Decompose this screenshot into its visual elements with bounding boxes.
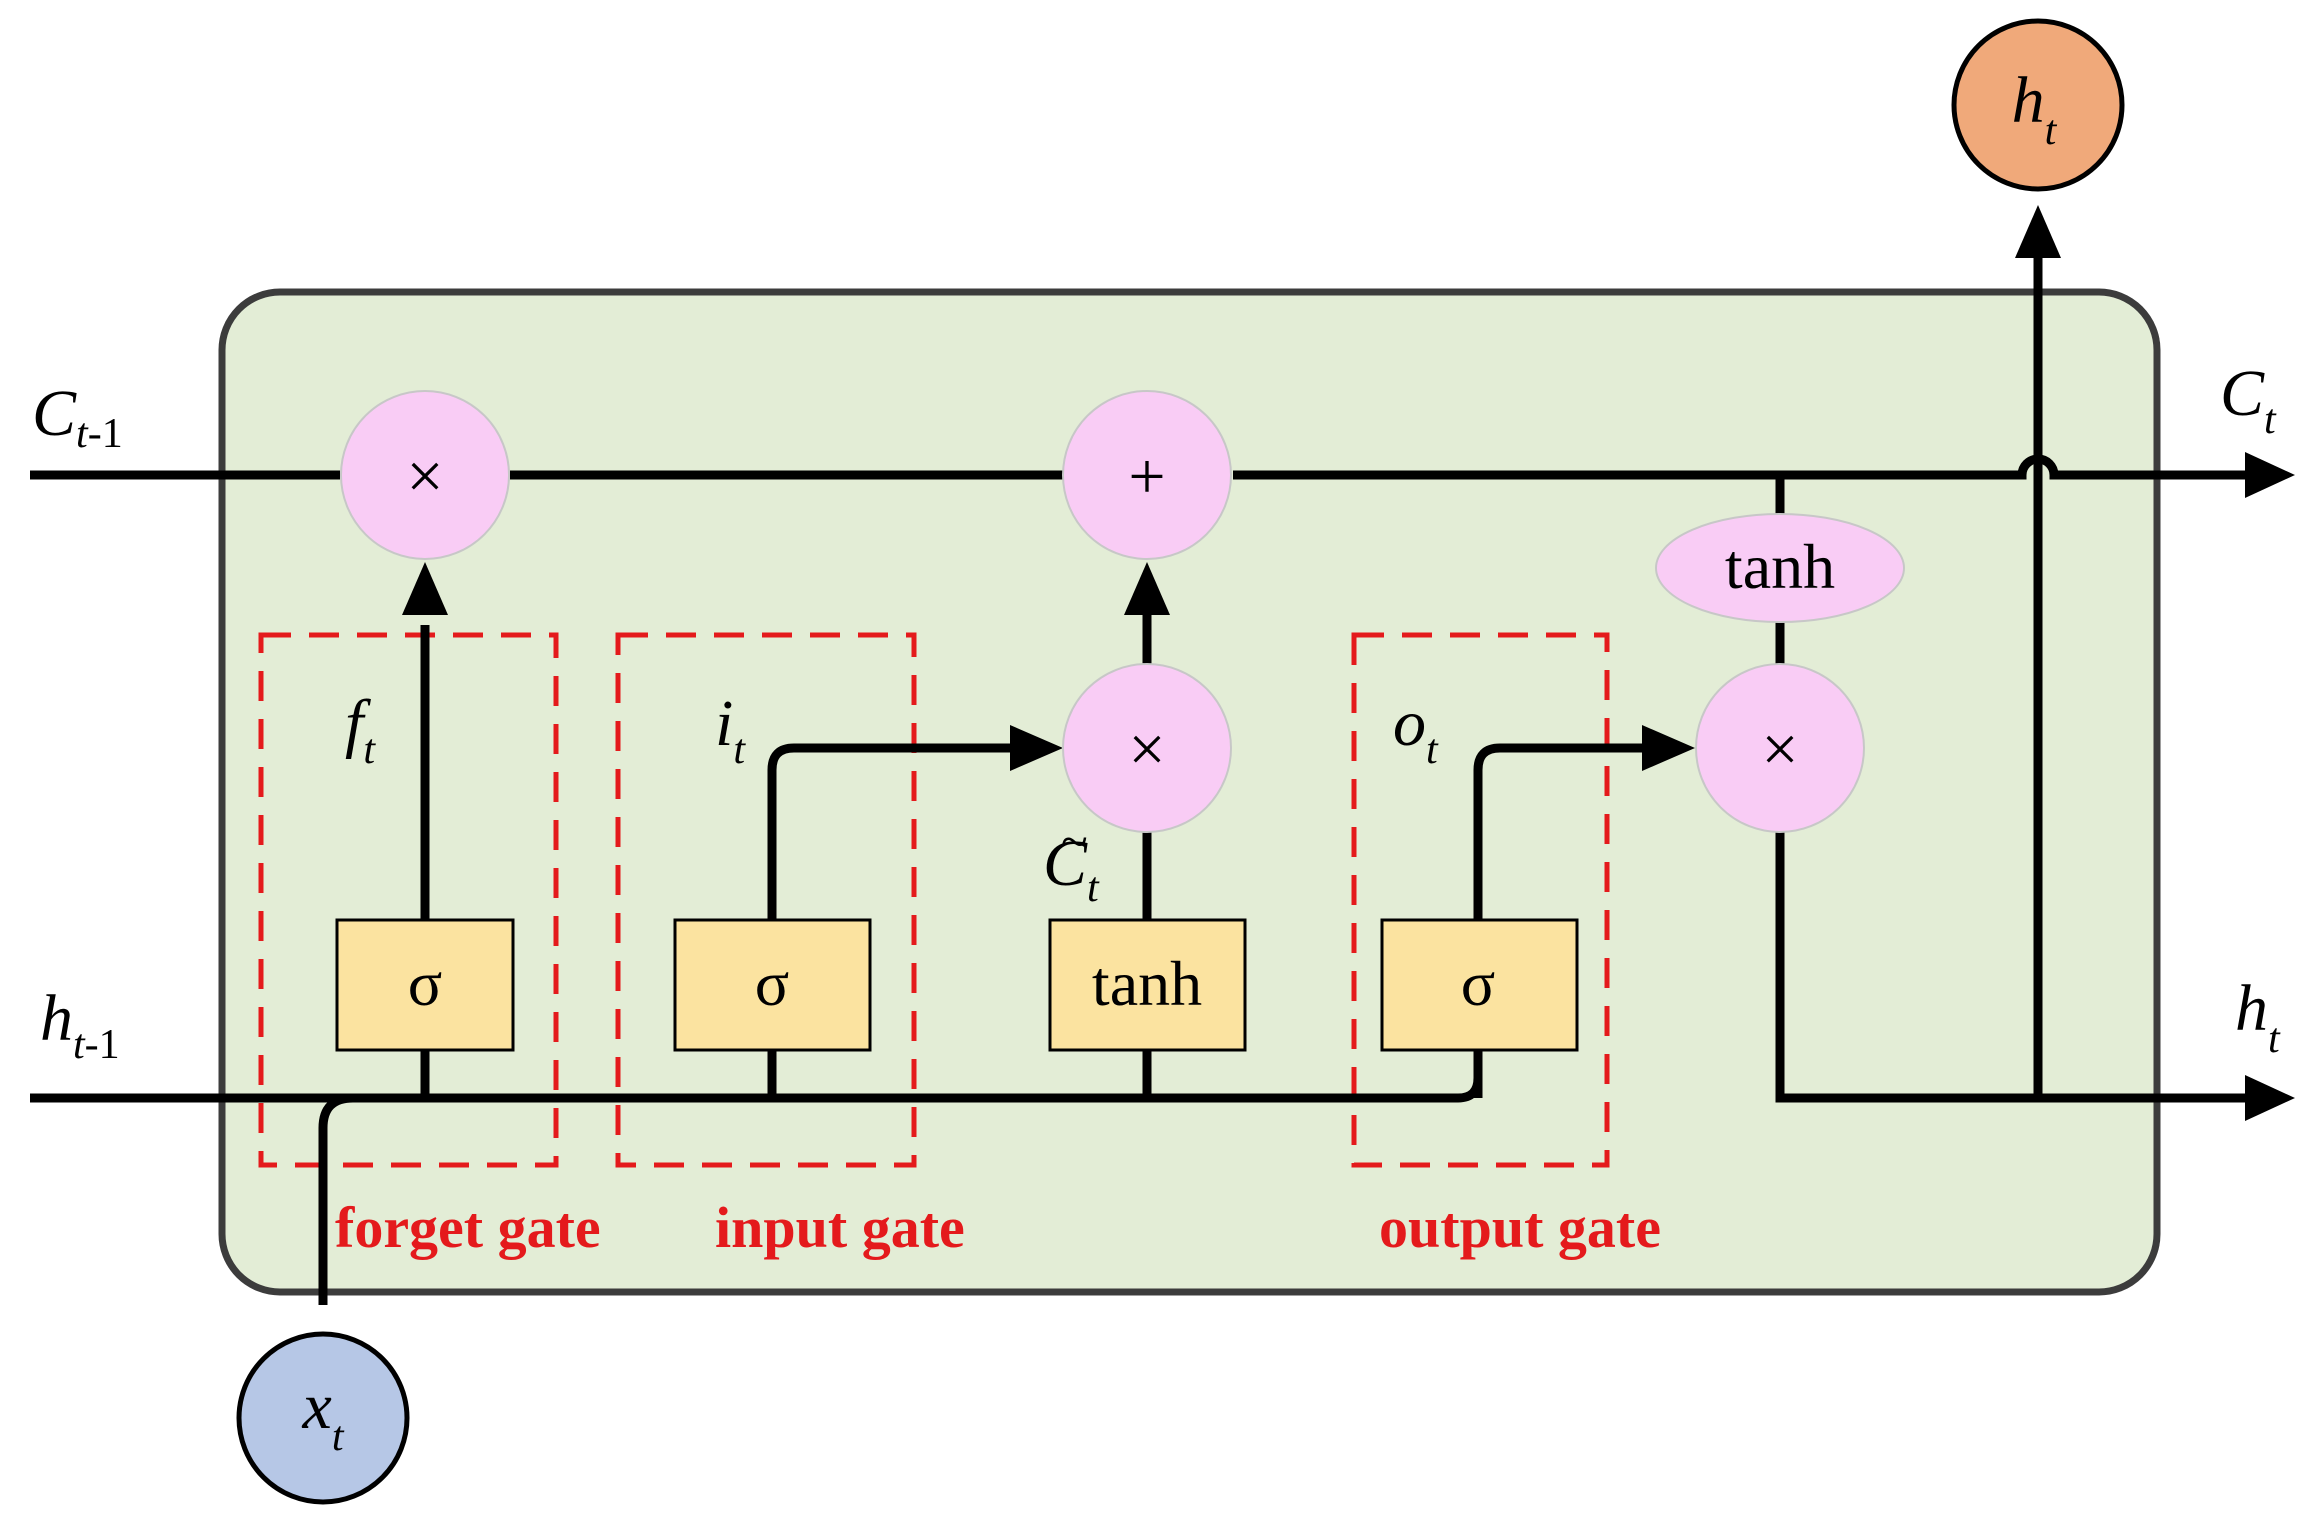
output-sigma-box — [1380, 918, 1579, 1052]
candidate-add-arrow — [1124, 562, 1170, 615]
forget-sigma-label: σ — [408, 948, 443, 1019]
h-t-right-sub: t — [2268, 1016, 2281, 1062]
input-sigma-label: σ — [755, 948, 790, 1019]
input-mult-arrow — [1010, 725, 1063, 771]
h-prev-sub-num: -1 — [85, 1022, 120, 1068]
output-mult-symbol: × — [1761, 713, 1798, 786]
input-mult-symbol: × — [1128, 713, 1165, 786]
cell-state-arrow — [2245, 452, 2295, 498]
output-sigma-label: σ — [1461, 948, 1496, 1019]
c-prev-label: Ct-1 — [32, 377, 123, 457]
output-h-line — [1775, 830, 2260, 1103]
c-t-sub: t — [2264, 397, 2277, 443]
x-input-node: xt — [236, 1331, 410, 1505]
h-top-base: h — [2012, 64, 2045, 137]
c-prev-base: C — [32, 377, 77, 450]
output-gate-box — [1351, 632, 1610, 1168]
c-tilde-label-group: ~ Ct — [1043, 813, 1100, 911]
h-output-label: ht — [2012, 64, 2058, 154]
forget-arrow — [402, 562, 448, 615]
x-input-label: xt — [302, 1370, 345, 1460]
f-t-sub: t — [363, 727, 376, 773]
h-top-sub: t — [2045, 108, 2058, 154]
c-tilde-sub: t — [1087, 865, 1100, 911]
h-prev-label: ht-1 — [40, 982, 120, 1068]
h-output-circle — [1951, 18, 2125, 192]
c-tilde-base: C — [1043, 827, 1088, 900]
input-gate-box — [615, 632, 917, 1168]
input-sigma-box — [673, 918, 872, 1052]
cell-tanh-node: tanh — [1655, 513, 1905, 623]
candidate-tanh-box — [1048, 918, 1247, 1052]
forget-gate-label: forget gate — [335, 1195, 601, 1260]
h-output-node: ht — [1951, 18, 2125, 192]
op-cell-add: + — [1062, 390, 1232, 560]
c-t-label: Ct — [2220, 357, 2277, 443]
input-mult-circle — [1062, 663, 1232, 833]
c-prev-sub: t — [76, 411, 89, 457]
forget-gate-box — [258, 632, 559, 1168]
i-t-base: i — [715, 687, 733, 760]
c-t-base: C — [2220, 357, 2265, 430]
c-prev-sub-num: -1 — [88, 411, 123, 457]
o-t-base: o — [1393, 687, 1426, 760]
output-gate-label: output gate — [1379, 1195, 1661, 1260]
h-t-right-base: h — [2235, 972, 2268, 1045]
h-top-arrow — [2015, 205, 2061, 258]
i-t-sub: t — [733, 727, 746, 773]
input-sigma-node: σ — [673, 918, 872, 1052]
forget-sigma-node: σ — [335, 918, 515, 1052]
c-tilde-label: Ct — [1043, 827, 1100, 911]
cell-add-circle — [1062, 390, 1232, 560]
output-mult-circle — [1695, 663, 1865, 833]
o-t-sub: t — [1426, 727, 1439, 773]
forget-sigma-box — [335, 918, 515, 1052]
x-sub: t — [332, 1414, 345, 1460]
forget-mult-circle — [340, 390, 510, 560]
h-t-right-label: ht — [2235, 972, 2281, 1062]
op-output-mult: × — [1695, 663, 1865, 833]
input-gate-line — [767, 743, 1010, 920]
cell-tanh-label: tanh — [1725, 531, 1835, 602]
candidate-tanh-node: tanh — [1048, 918, 1247, 1052]
connections — [30, 255, 2260, 1305]
cell-add-symbol: + — [1128, 440, 1165, 513]
forget-mult-symbol: × — [406, 440, 443, 513]
output-sigma-node: σ — [1380, 918, 1579, 1052]
x-base: x — [302, 1370, 332, 1443]
arrow-heads — [402, 205, 2295, 1121]
input-x-line — [318, 1093, 354, 1305]
op-forget-mult: × — [340, 390, 510, 560]
candidate-tanh-label: tanh — [1092, 948, 1202, 1019]
op-input-mult: × — [1062, 663, 1232, 833]
h-prev-base: h — [40, 982, 73, 1055]
x-input-circle — [236, 1331, 410, 1505]
c-tilde-accent: ~ — [1060, 813, 1087, 869]
input-gate-label: input gate — [715, 1195, 965, 1260]
h-prev-sub: t — [73, 1022, 86, 1068]
output-mult-arrow — [1642, 725, 1695, 771]
i-t-label: it — [715, 687, 746, 773]
cell-tanh-ellipse — [1655, 513, 1905, 623]
hidden-state-arrow — [2245, 1075, 2295, 1121]
o-t-label: ot — [1393, 687, 1439, 773]
